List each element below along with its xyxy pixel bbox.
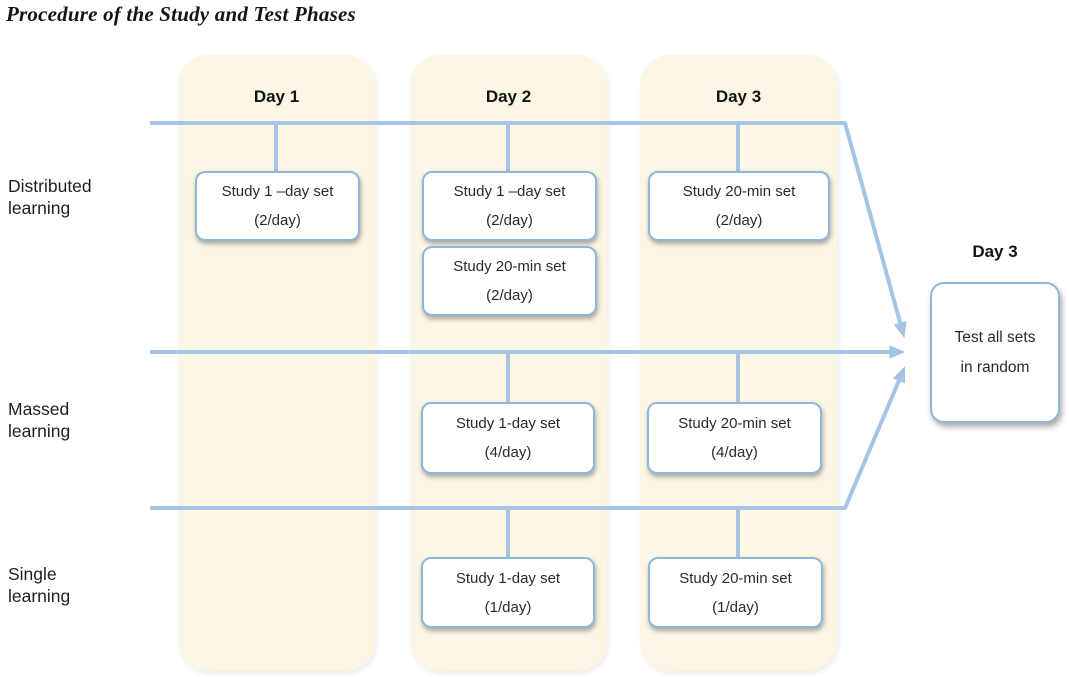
day1-header: Day 1 <box>253 87 300 106</box>
row-label-line: learning <box>8 586 71 606</box>
row-label-line: Massed <box>8 399 70 419</box>
study-box-line: (1/day) <box>712 598 759 616</box>
study-box-line: (2/day) <box>486 287 533 304</box>
study-box-line: Study 1 –day set <box>453 183 566 200</box>
study-box-line: (2/day) <box>254 212 301 229</box>
test-box-line: Test all sets <box>954 328 1036 346</box>
study-box-distributed-day2-second: Study 20-min set (2/day) <box>422 246 597 316</box>
row-label-massed: Massed learning <box>8 398 70 442</box>
study-box-distributed-day2-first: Study 1 –day set (2/day) <box>422 171 597 241</box>
study-box-line: Study 20-min set <box>679 569 792 587</box>
study-box-line: (2/day) <box>715 212 763 229</box>
timeline-distributed <box>150 121 907 339</box>
row-label-distributed: Distributed learning <box>8 175 92 219</box>
study-box-distributed-day3: Study 20-min set (2/day) <box>648 171 830 241</box>
study-box-line: (4/day) <box>711 444 758 461</box>
study-box-single-day2: Study 1-day set (1/day) <box>421 557 595 628</box>
test-day-header: Day 3 <box>972 242 1018 261</box>
study-box-line: (1/day) <box>484 598 532 616</box>
study-box-distributed-day1: Study 1 –day set (2/day) <box>195 171 360 241</box>
study-box-line: Study 20-min set <box>453 258 566 275</box>
day3-header: Day 3 <box>715 87 762 106</box>
row-label-line: Distributed <box>8 176 92 196</box>
study-box-line: Study 20-min set <box>682 183 796 200</box>
study-box-line: Study 1-day set <box>455 415 561 432</box>
study-box-line: Study 1-day set <box>455 569 561 587</box>
study-box-massed-day2: Study 1-day set (4/day) <box>421 402 595 474</box>
row-label-line: Single <box>8 564 57 584</box>
study-box-line: (2/day) <box>486 212 533 229</box>
timeline-single <box>150 366 906 510</box>
study-box-massed-day3: Study 20-min set (4/day) <box>647 402 822 474</box>
study-box-single-day3: Study 20-min set (1/day) <box>648 557 823 628</box>
study-box-line: (4/day) <box>484 444 532 461</box>
row-label-line: learning <box>8 421 71 441</box>
test-box: Test all sets in random <box>930 282 1060 423</box>
test-box-line: in random <box>960 358 1030 376</box>
day2-header: Day 2 <box>485 87 532 106</box>
study-box-line: Study 20-min set <box>678 415 791 432</box>
study-box-line: Study 1 –day set <box>221 183 334 200</box>
row-label-single: Single learning <box>8 563 70 607</box>
row-label-line: learning <box>8 198 71 218</box>
diagram-title: Procedure of the Study and Test Phases <box>6 2 356 26</box>
